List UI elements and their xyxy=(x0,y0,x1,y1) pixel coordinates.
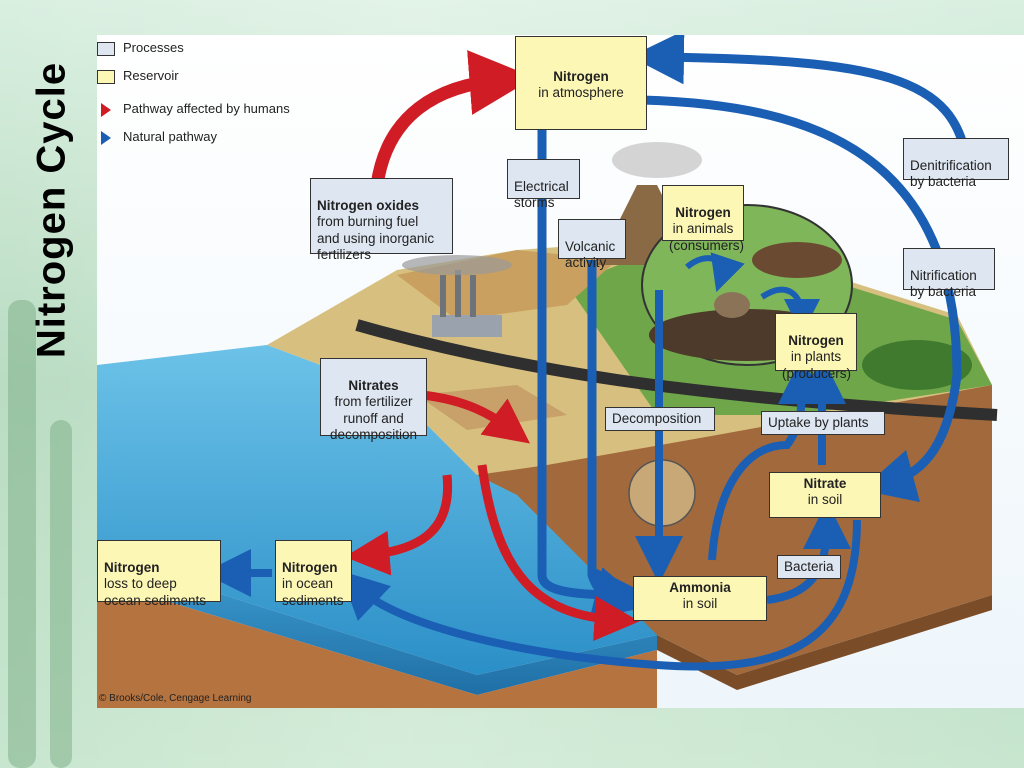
process-bacteria: Bacteria xyxy=(777,555,841,579)
reservoir-nitrate: Nitrate in soil xyxy=(769,472,881,518)
process-label: Electrical storms xyxy=(514,179,569,211)
smokestack xyxy=(440,275,446,317)
process-title: Nitrogen oxides xyxy=(317,198,420,214)
reservoir-subtitle: loss to deep ocean sediments xyxy=(104,576,207,608)
process-uptake-by-plants: Uptake by plants xyxy=(761,411,885,435)
arrow-bacteria xyxy=(766,501,851,604)
arrow-nitrogen-oxides xyxy=(370,50,535,187)
reservoir-title: Ammonia xyxy=(669,580,731,595)
reservoir-title: Nitrogen xyxy=(104,560,160,576)
fox xyxy=(752,242,842,278)
process-label: Uptake by plants xyxy=(768,415,869,430)
legend-processes: Processes xyxy=(97,39,184,57)
legend-label: Processes xyxy=(123,40,184,55)
arrow-runoff-to-ocean xyxy=(344,474,453,576)
legend-swatch-processes xyxy=(97,41,115,56)
arrow-nitrate-to-ocean xyxy=(339,519,861,671)
volcano-smoke xyxy=(612,142,702,178)
process-title: Nitrates xyxy=(348,378,399,394)
reservoir-title: Nitrogen xyxy=(553,69,609,84)
reservoir-subtitle: in soil xyxy=(682,596,718,612)
nitrogen-cycle-diagram: Processes Reservoir Pathway affected by … xyxy=(97,35,1024,708)
reservoir-title: Nitrogen xyxy=(788,333,844,349)
legend-natural: Natural pathway xyxy=(97,128,217,146)
arrow-denitrification xyxy=(630,35,972,166)
rabbit xyxy=(714,292,750,318)
legend-label: Reservoir xyxy=(123,68,179,83)
arrow-plant-cycle xyxy=(760,286,820,335)
arrow-animal-cycle xyxy=(685,252,745,293)
reservoir-ammonia: Ammonia in soil xyxy=(633,576,767,621)
reservoir-title: Nitrate xyxy=(803,476,847,491)
reservoir-title: Nitrogen xyxy=(282,560,338,576)
arrow-uptake-ammonia xyxy=(708,356,826,561)
legend-label: Pathway affected by humans xyxy=(123,101,290,116)
smokestack xyxy=(470,275,476,317)
process-volcanic-activity: Volcanic activity xyxy=(558,219,626,270)
legend-human: Pathway affected by humans xyxy=(97,100,290,118)
arrow-runoff-to-ammonia xyxy=(477,464,640,642)
factory xyxy=(432,315,502,337)
process-label: Volcanic activity xyxy=(565,239,616,271)
process-decomposition: Decomposition xyxy=(605,407,715,431)
process-nitrification: Nitrification by bacteria xyxy=(903,248,995,299)
legend-blue-arrow-icon xyxy=(101,130,111,145)
smokestack xyxy=(455,270,461,317)
arrow-nitrates-runoff xyxy=(421,390,531,444)
reservoir-subtitle: in ocean sediments xyxy=(282,576,344,608)
legend-red-arrow-icon xyxy=(101,102,111,117)
background-tree-trunk xyxy=(8,300,36,768)
road xyxy=(355,319,998,421)
legend-swatch-reservoir xyxy=(97,69,115,84)
process-electrical-storms: Electrical storms xyxy=(507,159,580,210)
process-subtitle: from fertilizer runoff and decomposition xyxy=(329,394,418,442)
background-tree-trunk xyxy=(50,420,72,768)
process-subtitle: from burning fuel and using inorganic fe… xyxy=(317,214,435,262)
slide-title: Nitrogen Cycle xyxy=(22,40,82,380)
process-label: Decomposition xyxy=(612,411,702,426)
reservoir-subtitle: in animals (consumers) xyxy=(669,221,745,253)
process-label: Denitrification by bacteria xyxy=(910,158,992,190)
seabed-sediment xyxy=(97,580,657,708)
image-credit: © Brooks/Cole, Cengage Learning xyxy=(99,693,252,704)
reservoir-title: Nitrogen xyxy=(675,205,731,221)
reservoir-subtitle: in soil xyxy=(807,492,843,508)
process-denitrification: Denitrification by bacteria xyxy=(903,138,1009,189)
reservoir-subtitle: in atmosphere xyxy=(538,85,624,101)
forest xyxy=(862,340,972,390)
factory-smoke xyxy=(402,255,512,275)
legend-reservoir: Reservoir xyxy=(97,67,179,85)
process-label: Bacteria xyxy=(784,559,834,574)
reservoir-atmosphere: Nitrogen in atmosphere xyxy=(515,36,647,130)
process-label: Nitrification by bacteria xyxy=(910,268,977,300)
reservoir-subtitle: in plants (producers) xyxy=(782,349,852,381)
diagram-illustration xyxy=(97,35,1024,708)
legend-label: Natural pathway xyxy=(123,129,217,144)
slide-title-text: Nitrogen Cycle xyxy=(29,61,74,359)
